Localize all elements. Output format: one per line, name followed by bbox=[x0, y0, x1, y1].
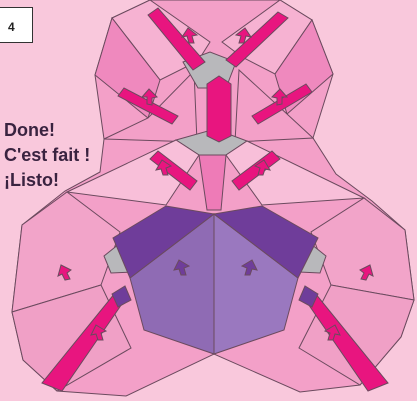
finished-model-illustration bbox=[0, 0, 417, 401]
instruction-page: 4 Done! C'est fait ! ¡Listo! bbox=[0, 0, 417, 401]
